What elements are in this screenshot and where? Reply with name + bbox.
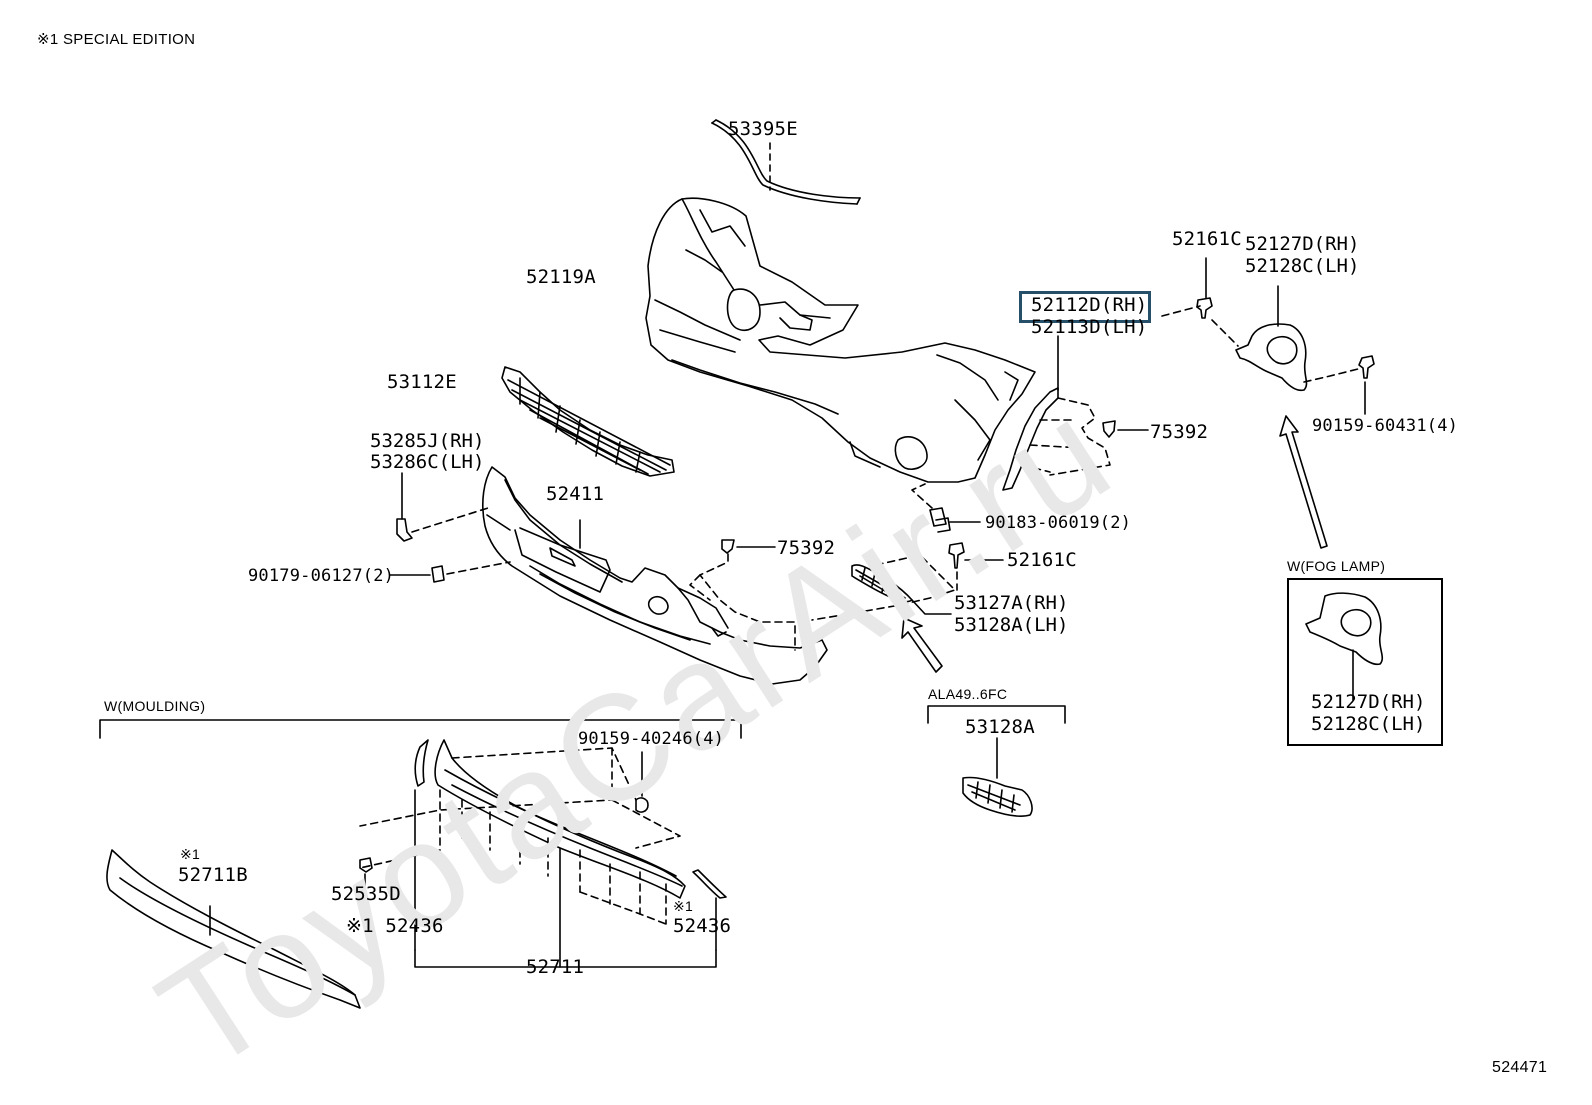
label-52411[interactable]: 52411	[546, 483, 605, 505]
part-53112E-grille	[501, 366, 675, 477]
label-52127D-upper[interactable]: 52127D(RH)	[1245, 233, 1360, 255]
label-75392-upper[interactable]: 75392	[1150, 421, 1209, 443]
moulding-group-bracket	[99, 719, 742, 968]
part-53127A-side-grille	[811, 554, 956, 621]
part-52436-left-piece	[414, 739, 429, 951]
part-52112D-side-bracket	[1002, 335, 1111, 491]
part-90159-40246-bolt	[635, 751, 649, 813]
label-moulding-group: W(MOULDING)	[104, 698, 206, 714]
fog-lamp-box	[1287, 578, 1443, 746]
part-52127D-fog-bracket	[1235, 285, 1363, 392]
label-52112D[interactable]: 52112D(RH)	[1031, 294, 1148, 316]
special-edition-note: ※1 SPECIAL EDITION	[37, 31, 196, 48]
mark-52436-right: ※1	[673, 898, 694, 914]
label-53395E[interactable]: 53395E	[728, 118, 798, 140]
part-52535D-clip	[359, 857, 373, 899]
label-53285J[interactable]: 53285J(RH)	[370, 430, 485, 452]
part-75392-clip-lower	[689, 539, 796, 651]
label-75392-lower[interactable]: 75392	[777, 537, 836, 559]
part-52161C-screw-lower	[948, 542, 1004, 591]
label-ala-group: ALA49..6FC	[928, 686, 1008, 702]
label-52161C-lower[interactable]: 52161C	[1007, 549, 1077, 571]
mark-52711B: ※1	[180, 846, 201, 862]
label-52128C-inset[interactable]: 52128C(LH)	[1311, 713, 1426, 735]
part-90159-60431-bolt	[1358, 355, 1375, 415]
ala-group-bracket	[927, 705, 1066, 779]
label-53286C[interactable]: 53286C(LH)	[370, 451, 485, 473]
label-52127D-inset[interactable]: 52127D(RH)	[1311, 691, 1426, 713]
part-52119A-bumper-cover	[645, 197, 1036, 483]
label-52711[interactable]: 52711	[526, 956, 585, 978]
part-90183-nut	[911, 483, 981, 533]
label-90183[interactable]: 90183-06019(2)	[985, 513, 1132, 533]
label-53112E[interactable]: 53112E	[387, 371, 457, 393]
label-fog-lamp-group: W(FOG LAMP)	[1287, 558, 1386, 574]
view-arrow-ala	[901, 617, 943, 673]
label-53127A[interactable]: 53127A(RH)	[954, 592, 1069, 614]
label-53128A-lh[interactable]: 53128A(LH)	[954, 614, 1069, 636]
view-arrow-fog	[1279, 415, 1328, 549]
label-52113D[interactable]: 52113D(LH)	[1031, 316, 1148, 338]
part-52436-right-piece	[692, 869, 727, 951]
label-52436-right[interactable]: 52436	[673, 915, 732, 937]
part-53285J-bracket	[396, 472, 489, 542]
label-53128A[interactable]: 53128A	[965, 716, 1035, 738]
label-90179[interactable]: 90179-06127(2)	[248, 566, 395, 586]
label-52119A[interactable]: 52119A	[526, 266, 596, 288]
figure-id: 524471	[1492, 1059, 1548, 1076]
part-52711-spoiler	[434, 739, 686, 968]
part-52711B-strip	[106, 849, 361, 1009]
highlight-box-52112D[interactable]	[1019, 291, 1151, 323]
label-90159-40246[interactable]: 90159-40246(4)	[578, 729, 725, 749]
label-52436-left[interactable]: ※1 52436	[346, 915, 444, 937]
label-90159-60431[interactable]: 90159-60431(4)	[1312, 416, 1459, 436]
part-52411-lower-bumper	[482, 466, 828, 685]
label-52161C-upper[interactable]: 52161C	[1172, 228, 1242, 250]
moulding-dashed-lines	[359, 747, 681, 925]
label-52128C-upper[interactable]: 52128C(LH)	[1245, 255, 1360, 277]
part-75392-clip-upper	[1102, 420, 1149, 438]
part-53395E-strip	[711, 119, 861, 205]
part-52161C-screw-upper	[1161, 257, 1239, 347]
part-90179-clip	[389, 561, 511, 583]
label-52711B[interactable]: 52711B	[178, 864, 248, 886]
fog-lamp-inset	[1305, 592, 1384, 701]
part-53128A-piece	[962, 776, 1033, 817]
label-52535D[interactable]: 52535D	[331, 883, 401, 905]
